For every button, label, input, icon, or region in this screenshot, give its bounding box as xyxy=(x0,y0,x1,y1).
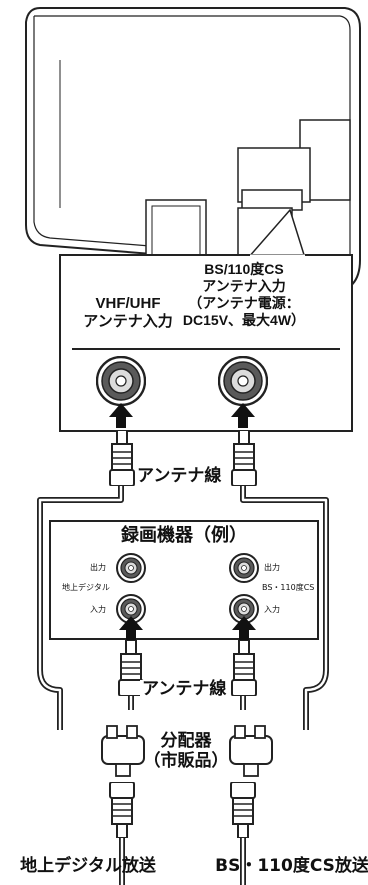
recorder-title: 録画機器（例） xyxy=(121,525,247,546)
recorder-box xyxy=(49,520,319,640)
splitter-label: 分配器 （市販品） xyxy=(144,733,229,770)
vhf-uhf-antenna-port[interactable] xyxy=(96,356,146,406)
splitter-left xyxy=(101,725,145,777)
source-label-terrestrial: 地上デジタル放送 xyxy=(20,856,156,876)
antenna-cable-label-bottom: アンテナ線 xyxy=(140,679,229,699)
antenna-plug-bs-source xyxy=(230,782,256,838)
recorder-right-input-label: 入力 xyxy=(264,605,280,614)
vhf-uhf-title: VHF/UHF アンテナ入力 xyxy=(83,295,172,331)
splitter-title: 分配器 xyxy=(160,731,212,751)
bs-cs-power-line2: DC15V、最大4W） xyxy=(182,312,306,328)
source-label-bs-cs: BS・110度CS放送 xyxy=(215,856,368,876)
vhf-uhf-label: VHF/UHF xyxy=(95,295,161,312)
recorder-right-group-label: BS・110度CS xyxy=(262,583,315,592)
antenna-input-callout xyxy=(59,208,353,432)
bs-cs-label: BS/110度CS xyxy=(204,261,284,277)
splitter-right xyxy=(229,725,273,777)
bs-cs-power-line1: （アンテナ電源： xyxy=(188,295,300,311)
antenna-plug-recorder-right xyxy=(231,640,257,696)
bs-cs-sublabel: アンテナ入力 xyxy=(202,278,286,294)
insert-arrows-top xyxy=(109,403,255,428)
recorder-left-input-label: 入力 xyxy=(90,605,106,614)
antenna-plug-bs xyxy=(231,430,257,486)
antenna-cable-label-top: アンテナ線 xyxy=(135,466,224,486)
recorder-right-output-label: 出力 xyxy=(264,563,280,572)
splitter-note: （市販品） xyxy=(143,751,229,771)
recorder-bs-output-port[interactable] xyxy=(229,553,259,583)
tv-back-illustration xyxy=(25,7,361,293)
antenna-plug-terrestrial-source xyxy=(109,782,135,838)
bs-cs-antenna-port[interactable] xyxy=(218,356,268,406)
recorder-left-output-label: 出力 xyxy=(90,563,106,572)
vhf-uhf-sublabel: アンテナ入力 xyxy=(83,313,173,330)
bs-cs-title: BS/110度CS アンテナ入力 （アンテナ電源： DC15V、最大4W） xyxy=(183,261,305,329)
recorder-terrestrial-output-port[interactable] xyxy=(116,553,146,583)
antenna-plug-vhf xyxy=(109,430,135,486)
recorder-left-group-label: 地上デジタル xyxy=(62,583,110,592)
insert-arrows-recorder xyxy=(119,616,256,642)
